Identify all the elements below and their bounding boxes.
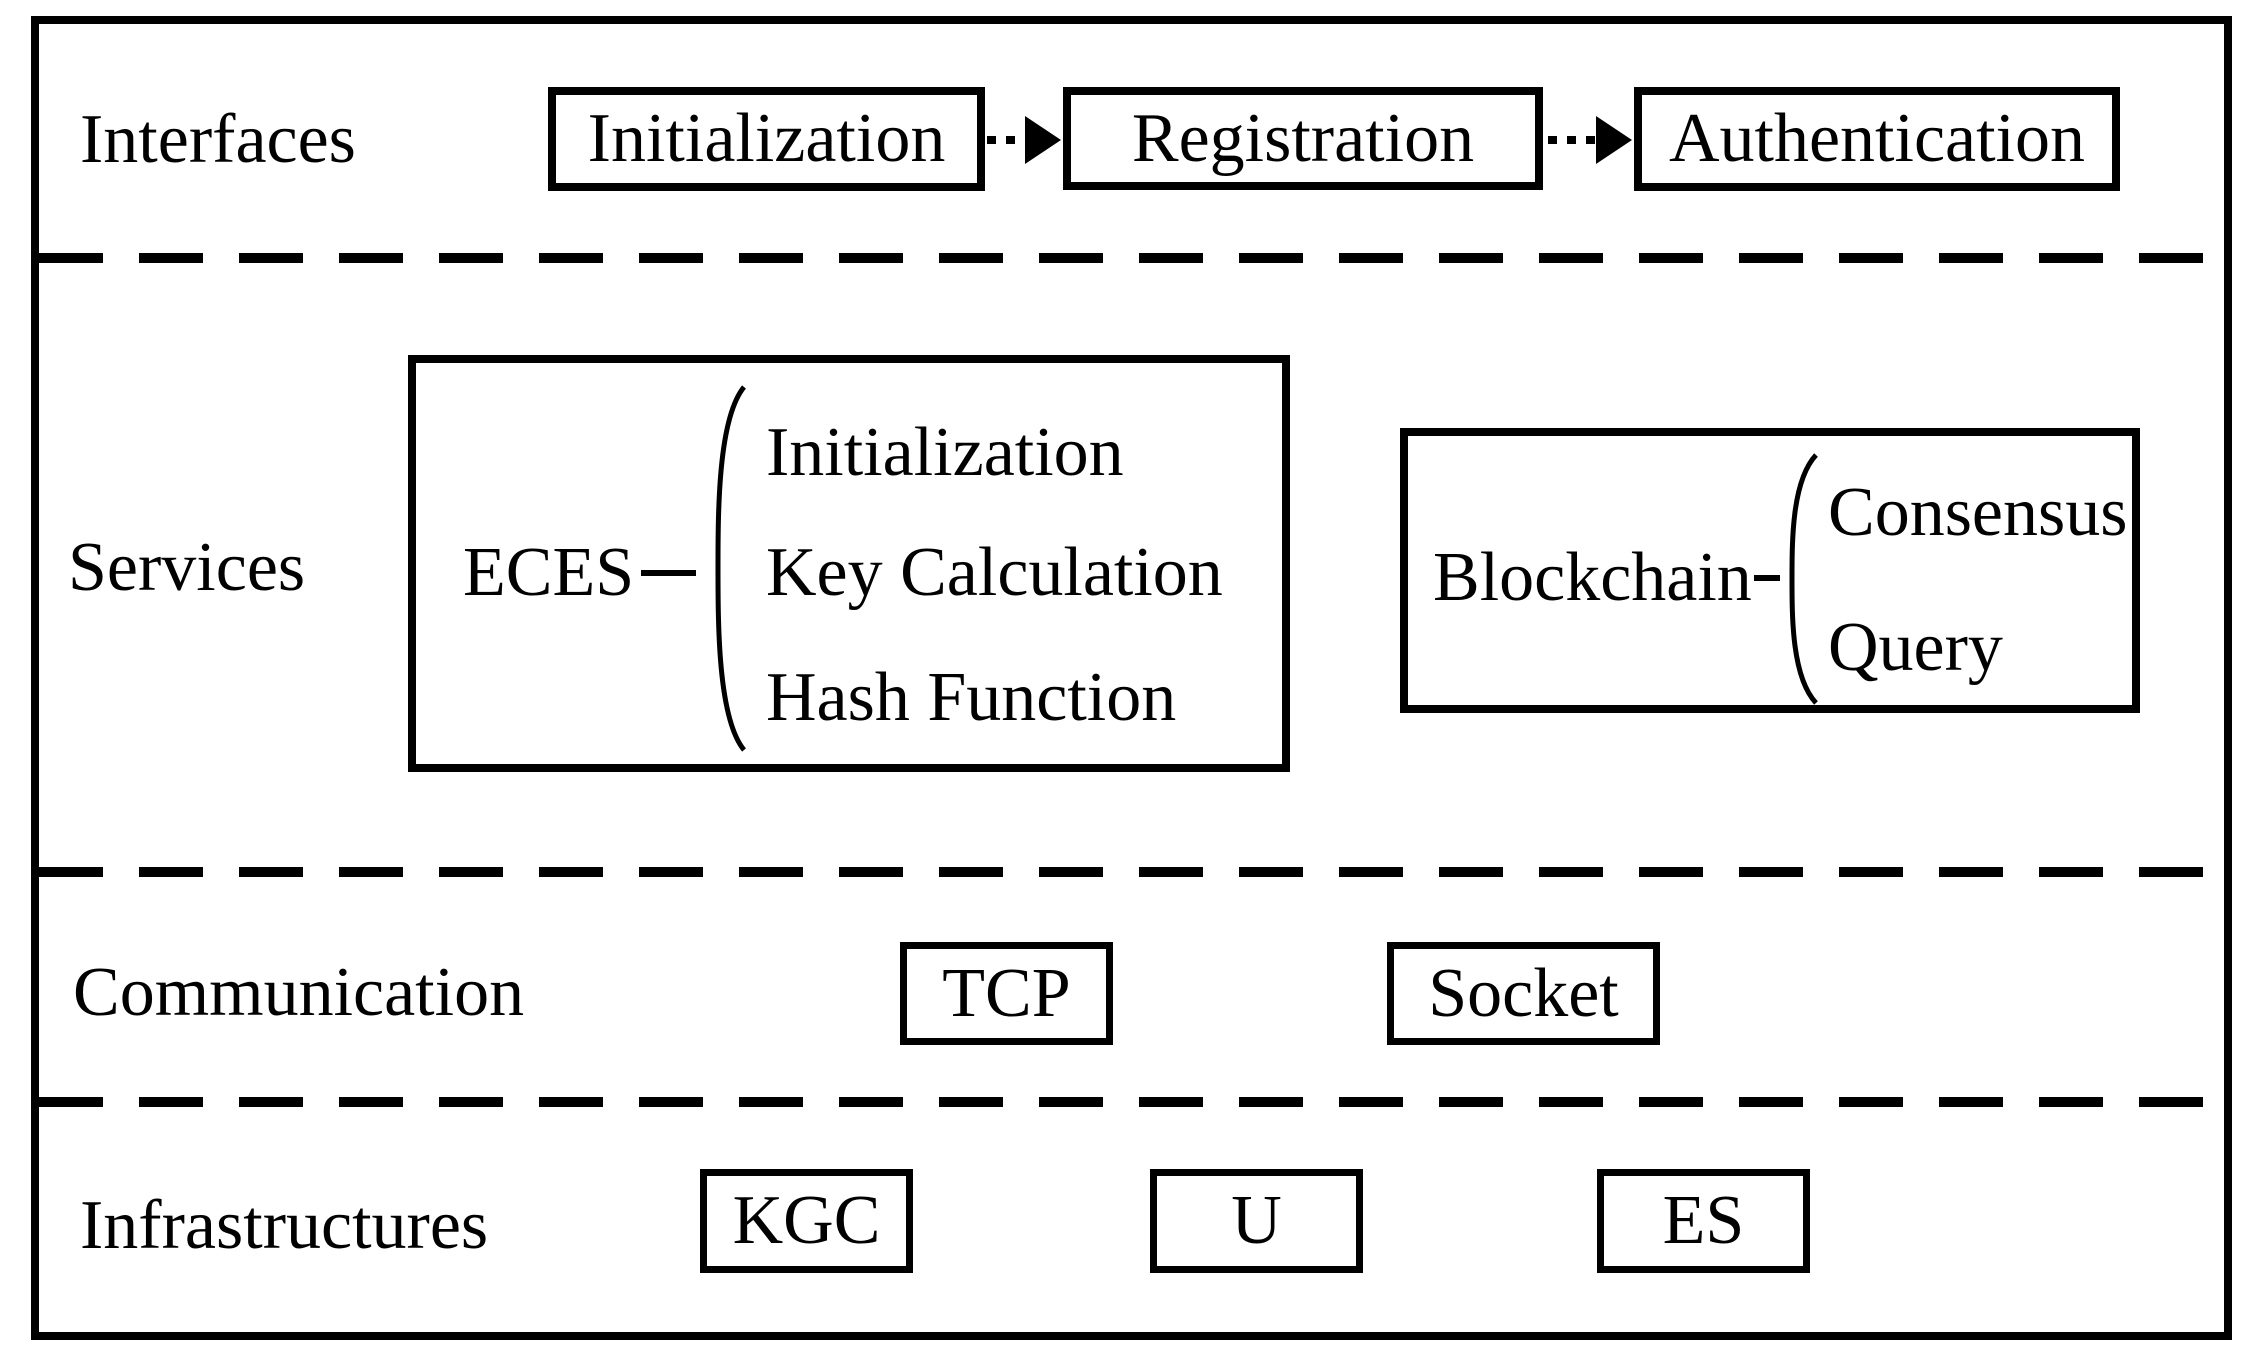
- row-separator-interfaces-services: [39, 253, 2224, 263]
- services-row-label: Services: [68, 529, 306, 606]
- eces-function-key-calculation: Key Calculation: [766, 534, 1223, 611]
- authentication-step-box: Authentication: [1634, 87, 2120, 191]
- eces-brace-connector: [641, 570, 696, 576]
- initialization-step-box: Initialization: [548, 87, 985, 191]
- u-label: U: [1231, 1182, 1282, 1259]
- row-separator-communication-infrastructures: [39, 1097, 2224, 1107]
- es-label: ES: [1662, 1182, 1745, 1259]
- eces-service-box: ECES Initialization Key Calculation Hash…: [408, 355, 1290, 772]
- registration-step-label: Registration: [1131, 99, 1475, 177]
- initialization-step-label: Initialization: [587, 100, 946, 177]
- eces-function-hash-function: Hash Function: [766, 659, 1177, 736]
- u-box: U: [1150, 1169, 1363, 1273]
- left-brace-icon: [1789, 453, 1818, 705]
- row-separator-services-communication: [39, 867, 2224, 877]
- blockchain-brace-connector: [1754, 575, 1780, 581]
- tcp-label: TCP: [942, 954, 1071, 1032]
- dashed-arrow-icon: [987, 116, 1061, 164]
- tcp-box: TCP: [900, 942, 1113, 1045]
- blockchain-function-query: Query: [1828, 609, 2003, 686]
- authentication-step-label: Authentication: [1668, 100, 2085, 177]
- diagram-frame: [31, 16, 2232, 1340]
- es-box: ES: [1597, 1169, 1810, 1273]
- dashed-arrow-icon: [1548, 116, 1632, 164]
- communication-row-label: Communication: [73, 954, 525, 1031]
- socket-label: Socket: [1428, 954, 1619, 1032]
- kgc-box: KGC: [700, 1169, 913, 1273]
- eces-label: ECES: [463, 534, 635, 611]
- blockchain-function-consensus: Consensus: [1828, 474, 2128, 551]
- blockchain-label: Blockchain: [1433, 539, 1752, 616]
- registration-step-box: Registration: [1063, 87, 1543, 190]
- blockchain-service-box: Blockchain Consensus Query: [1400, 428, 2140, 713]
- eces-function-initialization: Initialization: [766, 414, 1124, 491]
- socket-box: Socket: [1387, 942, 1660, 1045]
- kgc-label: KGC: [732, 1182, 881, 1259]
- left-brace-icon: [715, 385, 747, 752]
- interfaces-row-label: Interfaces: [80, 101, 356, 178]
- infrastructures-row-label: Infrastructures: [80, 1187, 489, 1264]
